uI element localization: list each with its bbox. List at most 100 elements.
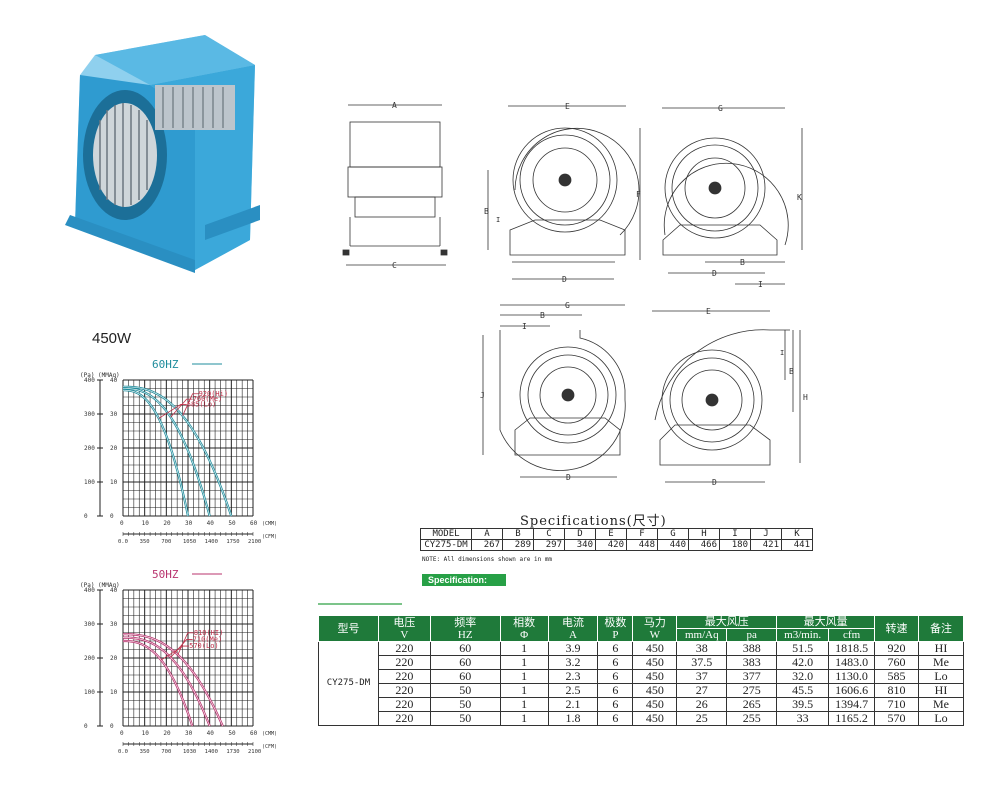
y-tick-label-pa: 100	[84, 689, 95, 696]
header-pa: pa	[726, 628, 778, 642]
table-cell: 255	[726, 711, 778, 726]
table-cell: HI	[917, 683, 965, 698]
dim-label-b: B	[789, 367, 794, 376]
table-cell: 920	[874, 641, 919, 656]
table-cell: 1	[499, 683, 549, 698]
table-cell: Me	[917, 697, 965, 712]
x2-axis-label: (CFM)	[262, 744, 277, 750]
table-cell: 1.8	[547, 711, 599, 726]
curve-label: 920(Hi)	[199, 390, 229, 398]
dim-label-d: D	[566, 473, 571, 482]
table-cell: 220	[377, 683, 431, 698]
table-cell: 450	[632, 641, 678, 656]
table-cell: 26	[676, 697, 728, 712]
x-tick-label: 20	[163, 520, 171, 527]
cfm-tick-label: 1400	[205, 749, 218, 755]
dim-label-i: I	[522, 322, 527, 331]
table-cell: 450	[632, 711, 678, 726]
dim-label-f: F	[636, 190, 641, 199]
cfm-tick-label: 350	[140, 539, 150, 545]
dimensions-title: Specifications(尺寸)	[520, 514, 667, 529]
chart-title: 50HZ	[152, 568, 179, 581]
table-cell: HI	[917, 641, 965, 656]
table-cell: 760	[874, 655, 919, 670]
x-tick-label: 10	[142, 730, 150, 737]
cfm-tick-label: 2100	[248, 539, 261, 545]
divider	[318, 603, 402, 605]
dim-label-k: K	[797, 193, 802, 202]
dim-label-g: G	[718, 104, 723, 113]
y-axis-label-pa: (Pa)	[80, 582, 94, 589]
dim-label-b: B	[484, 207, 489, 216]
dim-header-cell: F	[626, 528, 658, 540]
x-tick-label: 20	[163, 730, 171, 737]
cfm-tick-label: 1050	[183, 539, 196, 545]
x-tick-label: 30	[185, 730, 193, 737]
dim-label-j: J	[480, 391, 485, 400]
header-speed: 转速	[874, 615, 919, 642]
table-cell: Lo	[917, 711, 965, 726]
table-cell: 27	[676, 683, 728, 698]
dim-value-cell: 340	[564, 539, 596, 551]
table-cell: 450	[632, 683, 678, 698]
table-cell: 1	[499, 669, 549, 684]
dim-header-cell: C	[533, 528, 565, 540]
table-cell: 585	[874, 669, 919, 684]
dim-label-g: G	[565, 301, 570, 310]
table-cell: 450	[632, 697, 678, 712]
dim-header-cell: E	[595, 528, 627, 540]
cfm-tick-label: 1750	[226, 539, 239, 545]
dim-label-b: B	[740, 258, 745, 267]
header-max-flow: 最大风量	[776, 615, 876, 629]
dim-label-a: A	[392, 101, 397, 110]
dim-value-cell: 466	[688, 539, 720, 551]
x-tick-label: 40	[207, 520, 215, 527]
curve-label: 570(Lo)	[189, 642, 219, 650]
table-cell: 2.3	[547, 669, 599, 684]
table-cell: 1818.5	[828, 641, 876, 656]
cfm-tick-label: 1400	[205, 539, 218, 545]
y-tick-label-mmaq: 10	[110, 689, 118, 696]
y-tick-label-mmaq: 0	[110, 513, 114, 520]
table-cell: 6	[597, 683, 634, 698]
curve-label: 760(Me)	[193, 395, 223, 403]
curve-highlight	[123, 640, 193, 727]
blower-fan-photo	[65, 35, 260, 273]
x-axis-label: (CMM)	[262, 731, 277, 737]
table-cell: 33	[776, 711, 830, 726]
dim-label-d: D	[562, 275, 567, 284]
y-tick-label-pa: 300	[84, 411, 95, 418]
table-cell: 220	[377, 697, 431, 712]
dim-value-cell: 297	[533, 539, 565, 551]
table-cell: 710	[874, 697, 919, 712]
cfm-tick-label: 700	[161, 749, 171, 755]
y-tick-label-mmaq: 0	[110, 723, 114, 730]
table-cell: 6	[597, 711, 634, 726]
dim-header-cell: G	[657, 528, 689, 540]
curve-highlight	[123, 388, 210, 517]
dim-value-cell: 180	[719, 539, 751, 551]
table-cell: 1	[499, 697, 549, 712]
curve-highlight	[123, 633, 223, 727]
y-axis-label-mmaq: (MMAq)	[98, 372, 120, 379]
table-cell: 450	[632, 669, 678, 684]
table-cell: 1	[499, 641, 549, 656]
dim-header-cell: J	[750, 528, 782, 540]
table-cell: 50	[429, 683, 501, 698]
x-tick-label: 0	[120, 520, 124, 527]
table-cell: 220	[377, 655, 431, 670]
dimension-drawings: A C E F B I D	[342, 101, 808, 487]
header-m3min: m3/min.	[776, 628, 830, 642]
table-cell: 1394.7	[828, 697, 876, 712]
y-tick-label-pa: 400	[84, 377, 95, 384]
annotation-leader	[170, 398, 193, 418]
dim-header-cell: A	[471, 528, 503, 540]
table-cell: 377	[726, 669, 778, 684]
